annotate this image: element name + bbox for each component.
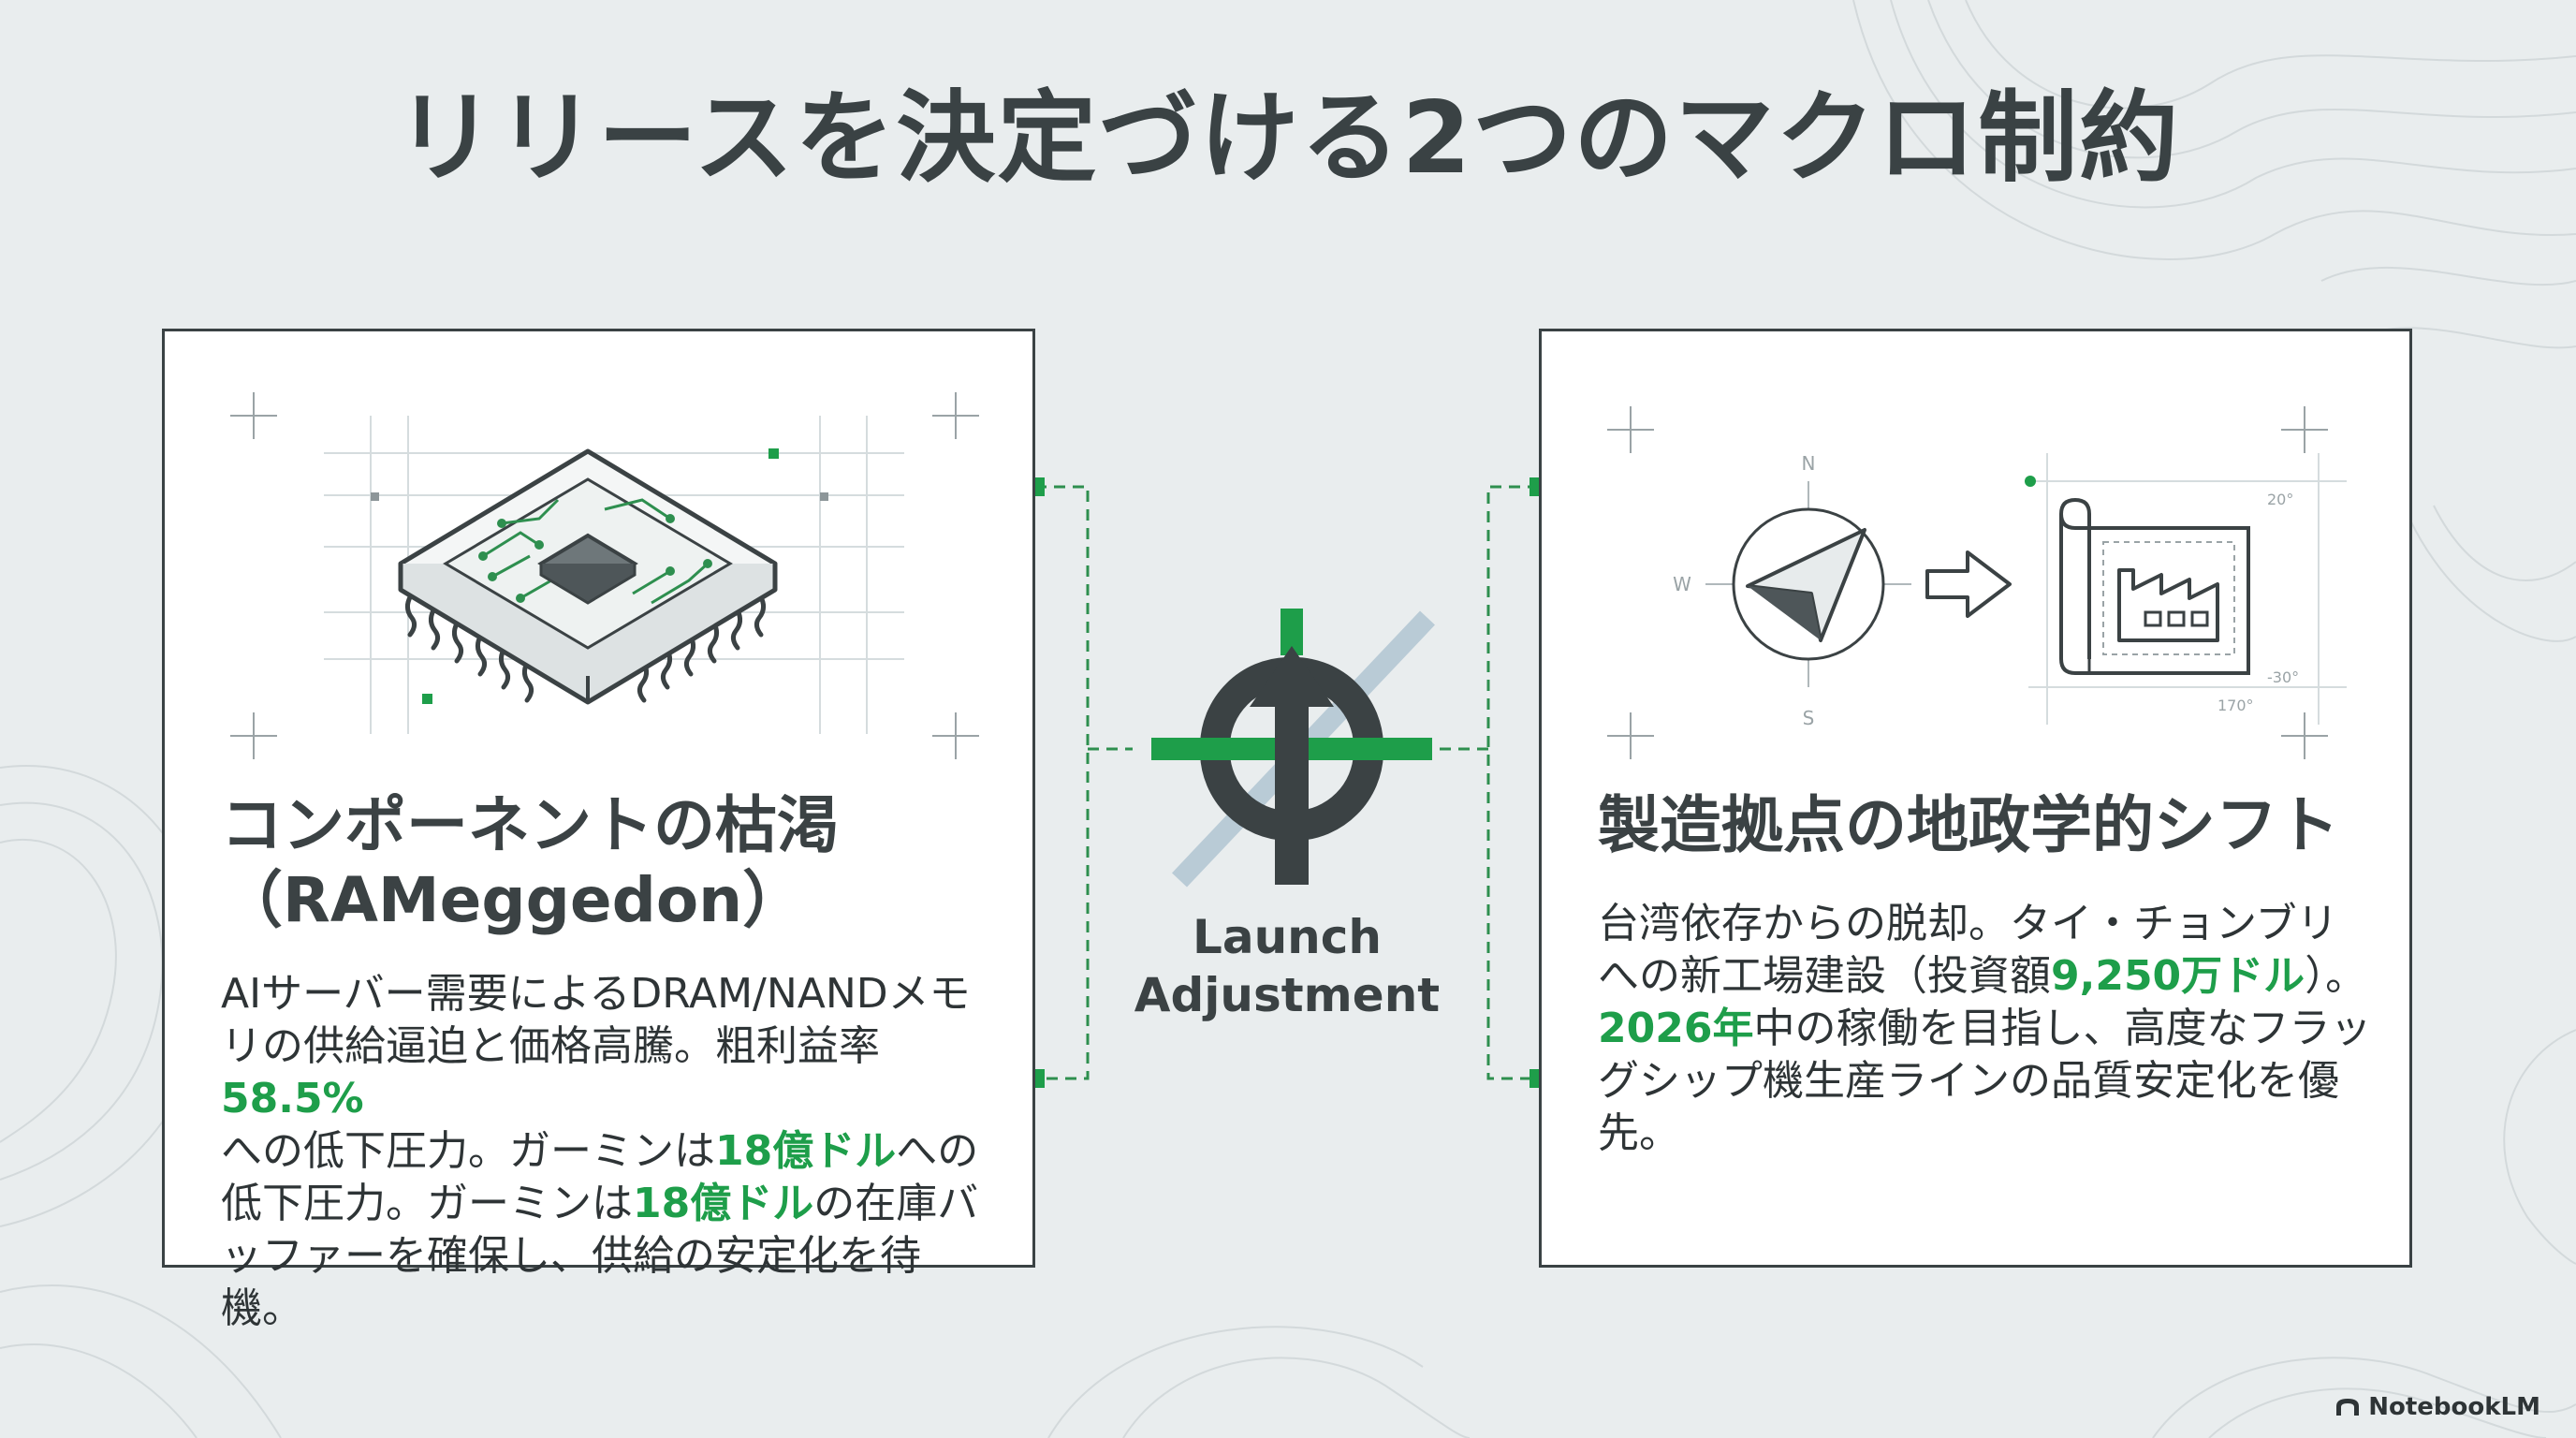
body-text: AIサーバー需要によるDRAM/NANDメモ	[221, 970, 971, 1018]
body-line: グシップ機生産ラインの品質安定化を優	[1598, 1055, 2375, 1108]
card-body-text: 台湾依存からの脱却。タイ・チョンブリへの新工場建設（投資額9,250万ドル）。2…	[1598, 898, 2375, 1160]
microchip-icon	[230, 392, 979, 759]
body-line: 先。	[1598, 1108, 2375, 1160]
body-text: への	[896, 1127, 979, 1175]
body-text: 低下圧力。ガーミンは	[221, 1180, 633, 1227]
body-text: 台湾依存からの脱却。タイ・チョンブリ	[1598, 900, 2338, 947]
body-line: への低下圧力。ガーミンは18億ドルへの	[221, 1125, 998, 1178]
body-line: ッファーを確保し、供給の安定化を待機。	[221, 1230, 998, 1335]
highlight-figure: 18億ドル	[715, 1127, 897, 1175]
highlight-figure: 18億ドル	[633, 1180, 814, 1227]
card-title: 製造拠点の地政学的シフト	[1598, 789, 2339, 861]
body-line: への新工場建設（投資額9,250万ドル）。	[1598, 950, 2375, 1003]
svg-text:S: S	[1803, 707, 1815, 729]
body-line: リの供給逼迫と価格高騰。粗利益率 58.5%	[221, 1020, 998, 1125]
body-line: 低下圧力。ガーミンは18億ドルの在庫バ	[221, 1178, 998, 1230]
body-text: の在庫バ	[813, 1180, 979, 1227]
body-text: 中の稼働を目指し、高度なフラッ	[1753, 1005, 2372, 1052]
target-arrow-icon	[1151, 609, 1435, 888]
svg-text:20°: 20°	[2267, 491, 2293, 508]
compass-factory-icon: N W S 20° -30° 170°	[1607, 406, 2347, 759]
launch-adjustment-label: Launch Adjustment	[1134, 910, 1441, 1022]
body-text: への低下圧力。ガーミンは	[221, 1127, 715, 1175]
svg-text:N: N	[1802, 452, 1816, 475]
component-shortage-card: コンポーネントの枯渇 （RAMeggedon） AIサーバー需要によるDRAM/…	[162, 329, 1035, 1332]
highlight-figure: 9,250万ドル	[2051, 952, 2305, 1000]
svg-text:-30°: -30°	[2267, 668, 2299, 686]
svg-text:170°: 170°	[2217, 697, 2254, 714]
body-line: 2026年中の稼働を目指し、高度なフラッ	[1598, 1003, 2375, 1055]
highlight-figure: 2026年	[1598, 1005, 1754, 1052]
highlight-figure: 58.5%	[221, 1075, 364, 1123]
notebooklm-brand: NotebookLM	[2334, 1393, 2540, 1421]
body-text: ッファーを確保し、供給の安定化を待機。	[221, 1232, 921, 1332]
body-line: AIサーバー需要によるDRAM/NANDメモ	[221, 968, 998, 1020]
body-text: への新工場建設（投資額	[1598, 952, 2051, 1000]
slide-title: リリースを決定づける2つのマクロ制約	[395, 81, 2181, 196]
body-text: ）。	[2305, 952, 2367, 1000]
body-text: グシップ機生産ラインの品質安定化を優	[1598, 1057, 2339, 1105]
card-body-text: AIサーバー需要によるDRAM/NANDメモリの供給逼迫と価格高騰。粗利益率 58…	[221, 968, 998, 1335]
body-text: 先。	[1598, 1109, 1680, 1157]
manufacturing-shift-card: N W S 20° -30° 170° 製造拠点の地政学的シフト 台湾依存からの…	[1539, 329, 2412, 1268]
card-title: コンポーネントの枯渇 （RAMeggedon）	[221, 789, 839, 936]
svg-text:W: W	[1673, 573, 1691, 595]
body-line: 台湾依存からの脱却。タイ・チョンブリ	[1598, 898, 2375, 950]
body-text: リの供給逼迫と価格高騰。粗利益率	[221, 1022, 880, 1070]
notebooklm-logo-icon	[2336, 1399, 2360, 1416]
